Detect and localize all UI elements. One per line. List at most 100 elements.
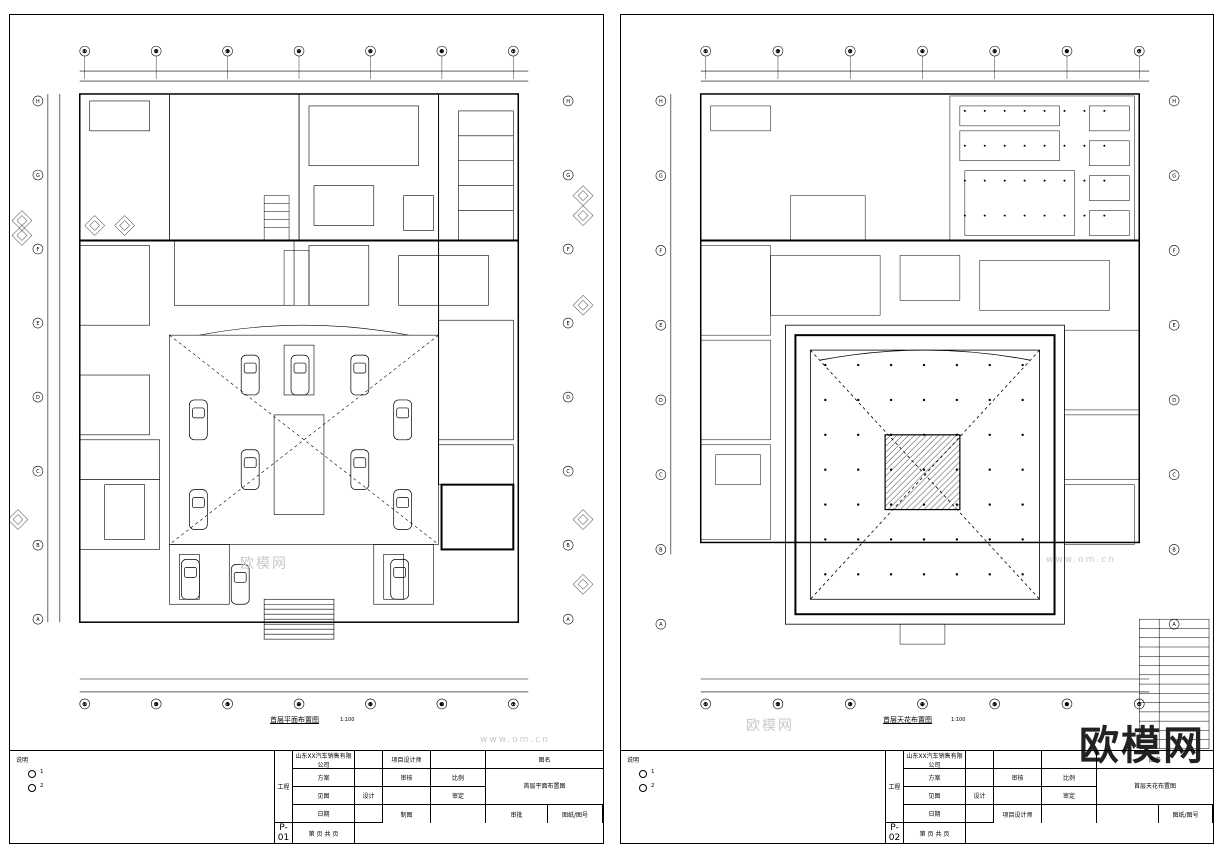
detail-diamond-inner [119,220,130,231]
axis-bubble-left-label: D [659,398,663,404]
bullet-icon [28,770,36,778]
axis-bubble-bottom [293,698,305,710]
note-item: 1 [28,769,268,778]
ceiling-light [1023,109,1026,112]
ceiling-light [857,573,860,576]
ratio-value: 见图 [904,787,966,805]
detail-diamond [11,210,33,231]
ceiling-light [1103,109,1106,112]
title-block: 说明 1 2 工程 山东XX汽车销售有限公司 项目设计师 图名 方案 审核 比例… [10,750,603,843]
detail-diamond [572,509,594,530]
hatch-line [917,467,961,510]
hatch-line [941,491,961,510]
axis-bubble-left-label: F [36,247,39,253]
hatch-line [911,461,961,510]
ceiling-light [824,468,827,471]
axis-bubble-right [1168,544,1180,555]
detail-diamond [114,215,135,236]
axis-bubble-left-label: A [36,617,40,623]
axis-bubble-right [562,539,574,551]
ceiling-light [1021,433,1024,437]
ceiling-light [1021,468,1024,471]
car-symbol [181,559,200,600]
ceiling-light [889,573,893,576]
axis-bubble-top-label: ⑤ [368,49,372,55]
ceiling-light [857,398,860,402]
sheet-number: P-01 [275,823,293,843]
ceiling-light [889,398,893,402]
hatch-line [893,443,961,510]
draw-label: 设计 [355,787,383,805]
car-window [184,567,197,578]
ceiling-light [1023,179,1026,182]
ceiling-light [1021,398,1024,402]
car-symbol [393,489,412,530]
hatch-line [899,449,961,510]
axis-bubble-top-label: ④ [297,49,301,55]
ratio-label: 比例 [1042,769,1097,787]
axis-bubble-bottom [508,698,519,710]
axis-bubble-right [562,613,574,625]
date-label: 日期 [293,805,355,823]
check-label: 审核 [994,769,1042,787]
car-symbol [350,354,370,396]
car-symbol [189,399,208,441]
watermark-logo: 欧模网 [1079,723,1205,769]
car-window [243,362,257,374]
axis-bubble-right-label: D [1172,398,1176,404]
ceiling-light [988,363,991,367]
axis-bubble-left [32,317,44,329]
drawing-name-header: 图名 [1097,751,1213,769]
axis-bubble-top-label: ⑤ [993,49,997,55]
hatch-line [884,434,916,465]
ceiling-light [1063,179,1066,182]
ceiling-light [922,468,926,471]
ceiling-light [824,538,827,541]
title-block: 说明 1 2 工程 山东XX汽车销售有限公司 图名 方案 审核 比例 见图 首层… [621,750,1213,843]
ceiling-light [922,433,926,437]
detail-diamond-inner [577,578,589,590]
car-symbol [240,449,260,490]
car-window [396,497,410,508]
company-cell: 山东XX汽车销售有限公司 [293,751,355,769]
axis-bubble-left-label: E [36,321,39,327]
axis-bubble-left [655,544,667,555]
hatch-line [923,473,961,510]
ceiling-light [988,503,991,506]
ceiling-light [955,503,959,506]
notes-title: 说明 [16,757,29,764]
axis-bubble-right-label: A [1172,622,1176,628]
axis-bubble-right [562,169,574,181]
axis-bubble-right-label: B [1172,547,1176,553]
hatch-line [953,503,961,510]
axis-bubble-right-label: H [566,99,570,105]
hatch-line [935,485,961,510]
axis-bubble-left-label: C [659,473,663,479]
axis-bubble-left-label: G [659,174,663,180]
plan-scale: 1:100 [951,717,966,723]
ceiling-light [983,109,986,112]
ceiling-light [988,538,991,541]
ceiling-light [955,363,959,367]
axis-bubble-left-label: C [36,469,40,475]
ceiling-light [1063,109,1066,112]
axis-bubble-top-label: ⑦ [1137,49,1141,55]
hatch-line [884,434,940,489]
axis-bubble-right-label: H [1172,99,1176,105]
car-symbol [240,354,260,396]
ceiling-light [922,503,926,506]
axis-bubble-top-label: ③ [225,49,229,55]
hatch-line [905,455,961,510]
ceiling-light [988,468,991,471]
car-symbol [230,564,250,605]
axis-bubble-right [1168,469,1180,480]
ceiling-light [963,144,966,147]
axis-bubble-bottom [700,698,711,710]
hatch-line [884,434,946,495]
axis-bubble-left-label: H [659,99,663,105]
axis-bubble-left [32,613,44,625]
